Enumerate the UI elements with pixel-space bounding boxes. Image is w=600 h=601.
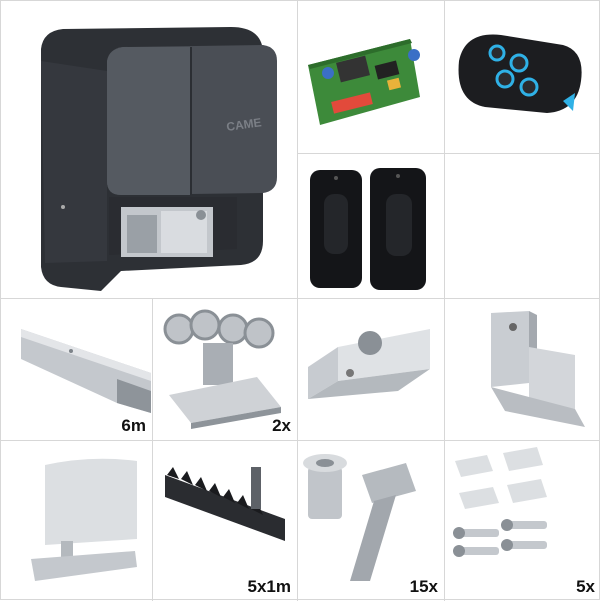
tile-top-guide [445,299,600,441]
quantity-label: 5x1m [247,577,291,596]
receiver-board-image [308,39,420,125]
tile-roller-carriage: 2x [153,299,298,441]
end-stop-image [31,458,137,581]
tile-gate-motor: CAME [1,1,298,299]
tile-end-stop [1,441,153,601]
tile-rivet-nut-bolt: 15x [298,441,445,601]
tile-screws-plates: 5x [445,441,600,601]
brand-label: CAME [225,115,262,134]
tile-end-roller [298,299,445,441]
gear-rack-image [165,467,285,541]
screws-plates-image [453,447,547,557]
guide-rail-image [21,329,151,413]
top-guide-image [491,311,585,427]
gate-motor-image: CAME [41,27,277,291]
quantity-label: 2x [272,416,291,435]
tile-remote-control [445,1,600,154]
rivet-nut-bolt-image [303,454,416,581]
quantity-label: 15x [409,577,438,596]
quantity-label: 6m [121,416,146,435]
tile-photocells [298,154,445,299]
quantity-label: 5x [576,577,595,596]
roller-carriage-image [163,309,281,429]
end-roller-image [308,329,430,399]
tile-gear-rack: 5x1m [153,441,298,601]
tile-empty [445,154,600,299]
tile-guide-rail: 6m [1,299,153,441]
photocells-image [310,168,426,290]
tile-receiver-board [298,1,445,154]
remote-control-image [458,34,582,113]
